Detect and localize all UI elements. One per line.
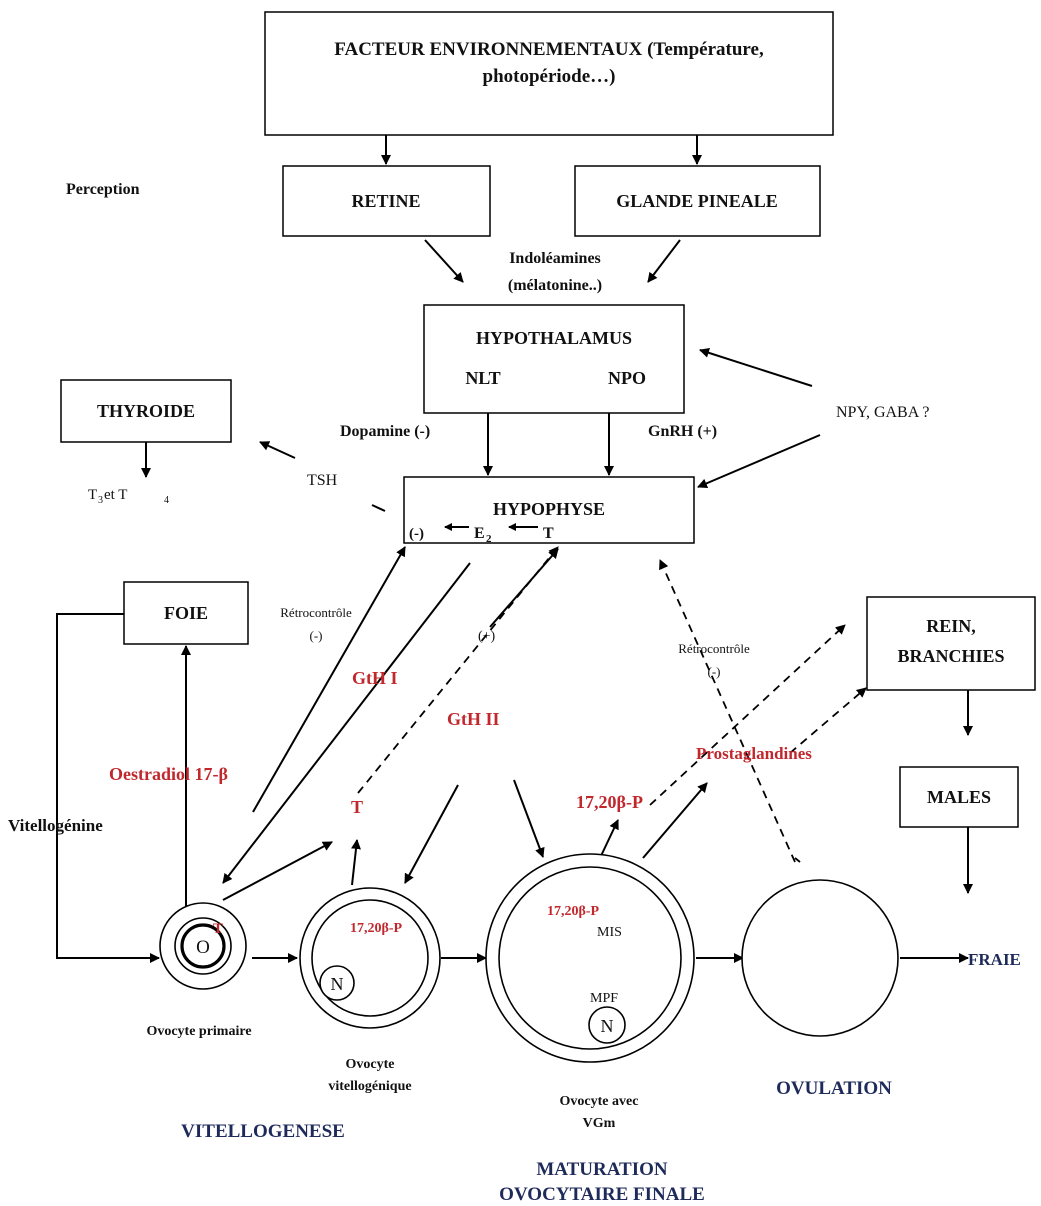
t4-sub: 4 <box>164 495 169 506</box>
retine-box: RETINE <box>282 165 491 237</box>
oocyte-vitellogenique: N <box>299 887 441 1029</box>
oocyte2-17-20bp-label: 17,20β-P <box>350 921 403 936</box>
dashed-arrow-retrocontrole-ovulation <box>659 559 796 863</box>
t3-label: T <box>88 487 97 503</box>
hypophyse-e2: E <box>474 525 485 542</box>
t4-label: et T <box>104 487 127 503</box>
arrow-npy-hypothalamus <box>699 347 813 387</box>
thyroide-label: THYROIDE <box>97 401 195 421</box>
arrow-npy-hypophyse <box>697 434 821 489</box>
pineale-label: GLANDE PINEALE <box>616 191 778 211</box>
hypothalamus-label: HYPOTHALAMUS <box>476 328 632 348</box>
dashed-arrow-17-20bp-rein <box>649 624 846 806</box>
retrocontrole-1-sign: (-) <box>310 628 323 643</box>
arrow-gth2-oocyte3 <box>513 779 545 858</box>
dashed-arrow-prostaglandines-rein <box>789 687 867 754</box>
hormone-labels: GtH I GtH II Oestradiol 17-β T 17,20β-P … <box>109 668 812 937</box>
arrow-oestradiol-hypophyse <box>252 546 406 813</box>
foie-label: FOIE <box>164 603 208 623</box>
solid-arrows <box>56 135 973 963</box>
ovulation-label: OVULATION <box>776 1078 892 1099</box>
gth2-label: GtH II <box>447 709 500 729</box>
oocyte-o-label: O <box>196 937 210 958</box>
arrow-gth2-oocyte2 <box>404 784 459 884</box>
dashed-arrow-ovulation-end <box>794 857 801 863</box>
maturation-label-1: MATURATION <box>536 1159 668 1180</box>
facteur-title-line1: FACTEUR ENVIRONNEMENTAUX (Température, <box>334 39 764 60</box>
labels: Perception Indoléamines (mélatonine..) D… <box>8 181 930 835</box>
t-hormone-label: T <box>351 797 363 817</box>
mpf-label: MPF <box>590 991 618 1006</box>
t3-sub: 3 <box>98 495 103 506</box>
oestradiol-label: Oestradiol 17-β <box>109 764 228 784</box>
prostaglandines-label: Prostaglandines <box>696 744 812 763</box>
rein-branchies-box: REIN, BRANCHIES <box>866 596 1036 691</box>
vitellogenese-label: VITELLOGENESE <box>181 1121 345 1142</box>
foie-box: FOIE <box>123 581 249 645</box>
hypophyse-box: HYPOPHYSE (-) E 2 T <box>403 476 695 545</box>
oocyte-captions: Ovocyte primaire Ovocyte vitellogénique … <box>146 950 1020 1131</box>
retine-label: RETINE <box>351 191 420 211</box>
oocyte-primaire: O <box>159 902 247 990</box>
branchies-label: BRANCHIES <box>897 646 1004 666</box>
thyroide-box: THYROIDE <box>60 379 232 443</box>
dopamine-label: Dopamine (-) <box>340 423 430 440</box>
oocyte1-t-label: T <box>213 921 223 937</box>
ovocyte-vitello-label-2: vitellogénique <box>328 1079 411 1094</box>
hypophyse-minus: (-) <box>409 526 424 542</box>
gth1-label: GtH I <box>352 668 398 688</box>
ovocyte-vgm-label-2: VGm <box>583 1116 616 1131</box>
dashed-arrow-t-hypophyse <box>357 546 559 794</box>
melatonine-label: (mélatonine..) <box>508 277 602 294</box>
arrow-pineale-hypothalamus <box>647 239 681 283</box>
hypophyse-t: T <box>543 525 554 542</box>
npo-label: NPO <box>608 368 646 388</box>
arrow-oocyte3-prostaglandines <box>642 782 708 859</box>
indoleamines-label: Indoléamines <box>509 250 601 267</box>
males-label: MALES <box>927 787 991 807</box>
ovocyte-vgm-label-1: Ovocyte avec <box>560 1094 639 1109</box>
glande-pineale-box: GLANDE PINEALE <box>574 165 821 237</box>
mis-label: MIS <box>597 925 622 940</box>
arrow-foie-vitellogenine <box>56 613 160 963</box>
tsh-label: TSH <box>307 472 338 489</box>
arrow-retine-hypothalamus <box>424 239 464 283</box>
hypothalamus-box: HYPOTHALAMUS NLT NPO <box>423 304 685 414</box>
plus-label: (+) <box>478 629 496 644</box>
ovocyte-primaire-label: Ovocyte primaire <box>146 1024 251 1039</box>
vitellogenine-label: Vitellogénine <box>8 816 103 835</box>
retrocontrole-1-label: Rétrocontrôle <box>280 605 352 620</box>
ovocyte-vitello-label-1: Ovocyte <box>346 1057 395 1072</box>
arrow-gth1-oocyte1 <box>222 562 471 884</box>
arrow-oocyte3-17-20bp <box>599 819 619 859</box>
facteur-environnementaux-box: FACTEUR ENVIRONNEMENTAUX (Température, p… <box>264 11 834 136</box>
gnrh-label: GnRH (+) <box>648 423 717 440</box>
fraie-label: FRAIE <box>968 950 1021 969</box>
17-20bp-label: 17,20β-P <box>576 792 643 812</box>
oocyte3-17-20bp-label: 17,20β-P <box>547 904 600 919</box>
rein-label: REIN, <box>926 616 976 636</box>
oocyte2-n-label: N <box>331 974 344 994</box>
ovulation-circle <box>741 879 899 1037</box>
arrow-tsh <box>259 441 296 459</box>
npy-gaba-label: NPY, GABA ? <box>836 404 930 421</box>
hypophyse-label: HYPOPHYSE <box>493 499 605 519</box>
males-box: MALES <box>899 766 1019 828</box>
tsh-tick <box>371 504 386 512</box>
perception-label: Perception <box>66 181 140 198</box>
stage-labels: VITELLOGENESE MATURATION OVOCYTAIRE FINA… <box>181 1078 892 1205</box>
facteur-title-line2: photopériode…) <box>483 66 616 87</box>
nlt-label: NLT <box>465 368 500 388</box>
oocyte3-n-label: N <box>601 1016 614 1036</box>
hypophyse-e2-sub: 2 <box>486 533 492 545</box>
arrow-t-release <box>222 841 333 901</box>
maturation-label-2: OVOCYTAIRE FINALE <box>499 1184 705 1205</box>
oocyte-vgm: N MIS MPF <box>485 853 695 1063</box>
retrocontrole-2-sign: (-) <box>708 664 721 679</box>
retrocontrole-2-label: Rétrocontrôle <box>678 641 750 656</box>
arrow-oocyte2-t <box>351 839 361 886</box>
